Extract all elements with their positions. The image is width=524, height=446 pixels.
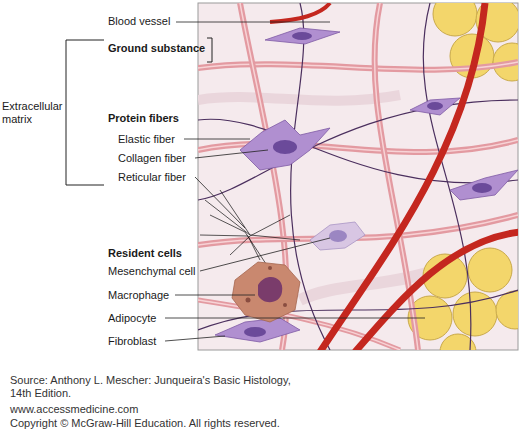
fibroblast (450, 170, 518, 200)
mesenchymal-cell (310, 222, 365, 250)
adipocyte (433, 3, 477, 36)
macrophage (268, 266, 272, 270)
leader-line (195, 177, 245, 228)
blood-vessel (270, 3, 518, 350)
structure-label: Mesenchymal cell (108, 265, 195, 278)
reticular-fiber (230, 215, 290, 255)
leader-line (175, 295, 255, 296)
leader-line (184, 139, 250, 140)
bracket (66, 38, 212, 185)
leader-line (200, 238, 330, 271)
reticular-fiber (220, 190, 250, 235)
fibroblast-nucleus (244, 32, 492, 337)
leader-line (176, 22, 330, 23)
source-note: www.accessmedicine.com (10, 403, 138, 416)
reticular-fiber (200, 235, 260, 260)
collagen-fiber (375, 3, 418, 350)
bracket (74, 40, 104, 41)
collagen-fiber (375, 3, 418, 350)
group-heading: Ground substance (108, 42, 205, 55)
elastic-fiber (198, 119, 518, 183)
mesenchymal-cell (329, 230, 347, 242)
fibroblast-nucleus (273, 140, 297, 154)
fibroblast (215, 28, 518, 342)
source-note: Copyright © McGraw-Hill Education. All r… (10, 417, 280, 430)
structure-label: Macrophage (108, 289, 169, 302)
macrophage (232, 262, 300, 322)
leader-line (165, 22, 425, 341)
fibroblast-nucleus (244, 327, 266, 337)
group-heading: Resident cells (108, 247, 182, 260)
structure-label: Blood vessel (108, 15, 170, 28)
bracket (207, 38, 212, 62)
fibroblast (215, 318, 300, 342)
structure-label: Elastic fiber (118, 133, 175, 146)
group-heading: Protein fibers (108, 112, 179, 125)
macrophage (246, 298, 251, 303)
macrophage (283, 303, 287, 307)
mesenchymal-cell (310, 222, 365, 250)
macrophage (258, 277, 282, 302)
adipocyte (468, 248, 512, 292)
bracket (74, 185, 104, 186)
leader-line (195, 150, 268, 158)
structure-label: Fibroblast (108, 335, 156, 348)
group-heading: Extracellular matrix (2, 100, 66, 126)
blood-vessel (270, 3, 330, 22)
fibroblast-nucleus (427, 102, 443, 110)
adipocyte (408, 3, 518, 350)
fibroblast (410, 98, 460, 115)
fibroblast-nucleus (472, 183, 492, 193)
structure-label: Collagen fiber (118, 152, 186, 165)
leader-line (165, 318, 425, 319)
macrophage (232, 262, 300, 322)
fibroblast (265, 28, 340, 44)
fibroblast-nucleus (292, 32, 312, 40)
fibroblast (240, 120, 330, 170)
adipocyte (496, 291, 518, 329)
blood-vessel (355, 232, 518, 350)
source-note: Source: Anthony L. Mescher: Junqueira's … (10, 374, 300, 400)
structure-label: Adipocyte (108, 312, 156, 325)
leader-line (165, 336, 225, 341)
collagen-fiber (198, 300, 400, 350)
structure-label: Reticular fiber (118, 171, 186, 184)
reticular-fiber (205, 200, 300, 240)
collagen-fiber (198, 300, 400, 350)
bracket (66, 40, 74, 185)
elastic-fiber (198, 100, 518, 200)
